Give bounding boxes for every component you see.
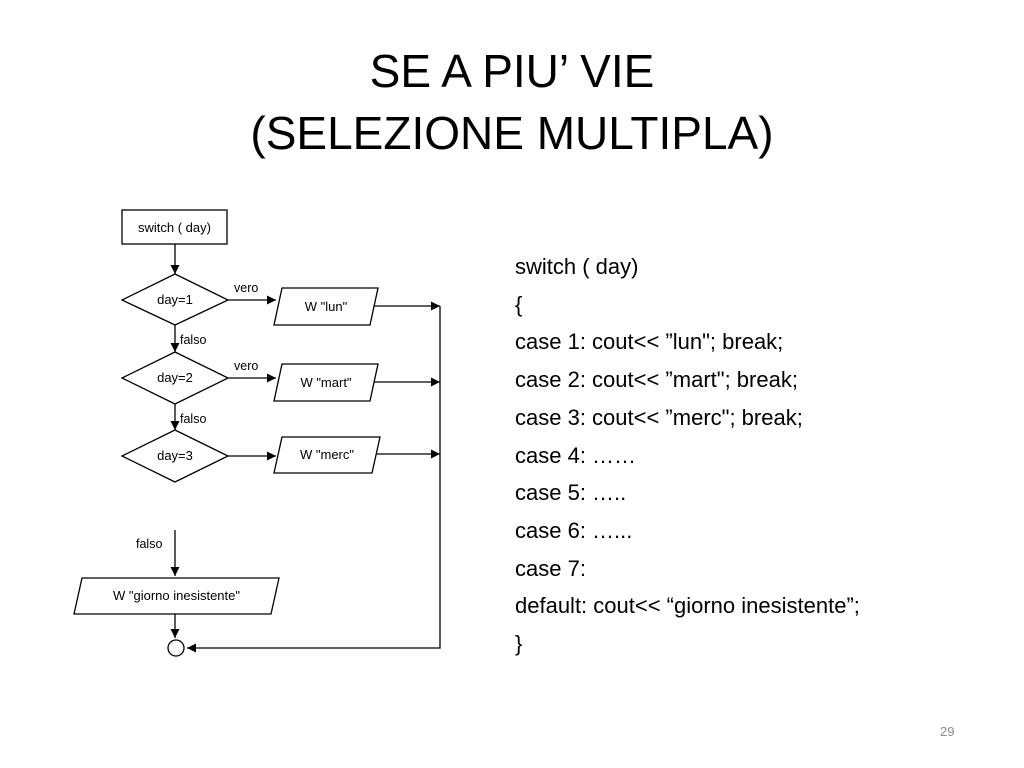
switch-start-label: switch ( day)	[138, 220, 211, 235]
default-output-box	[73, 577, 280, 615]
code-line: {	[515, 291, 523, 317]
edge-label-true-2: vero	[234, 359, 258, 373]
code-line: case 1: cout<< ”lun"; break;	[515, 329, 784, 355]
code-line: case 7:	[515, 555, 586, 581]
slide-title: SE A PIU’ VIE (SELEZIONE MULTIPLA)	[0, 40, 1024, 164]
default-output-label: W "giorno inesistente"	[113, 588, 240, 603]
output-label-1: W "lun"	[305, 299, 348, 314]
code-line: case 3: cout<< ”merc"; break;	[515, 404, 803, 430]
edge-label-false-3: falso	[136, 537, 162, 551]
code-line: default: cout<< “giorno inesistente”;	[515, 593, 860, 619]
switch-flowchart: switch ( day) day=1 day=2 day=3 W "lun" …	[73, 209, 441, 657]
condition-label-1: day=1	[157, 292, 193, 307]
code-line: case 4: ……	[515, 442, 637, 468]
code-line: switch ( day)	[515, 254, 639, 279]
edge-label-true-1: vero	[234, 281, 258, 295]
title-line-2: (SELEZIONE MULTIPLA)	[250, 107, 774, 159]
page-number: 29	[940, 724, 955, 739]
edge-label-false-1: falso	[180, 333, 206, 347]
code-line: case 6: …...	[515, 517, 633, 543]
end-node	[167, 639, 185, 657]
output-label-3: W "merc"	[300, 447, 354, 462]
output-box-2	[273, 363, 379, 402]
code-line: }	[515, 631, 523, 657]
condition-label-2: day=2	[157, 370, 193, 385]
title-line-1: SE A PIU’ VIE	[369, 45, 655, 97]
switch-code-block: switch ( day) { case 1: cout<< ”lun"; br…	[515, 248, 860, 663]
edge-label-false-2: falso	[180, 412, 206, 426]
output-box-1	[273, 287, 379, 326]
output-label-2: W "mart"	[300, 375, 351, 390]
flowchart-connectors	[170, 244, 441, 653]
condition-label-3: day=3	[157, 448, 193, 463]
switch-start-box	[121, 209, 228, 245]
condition-diamond-1	[120, 273, 230, 326]
code-line: case 2: cout<< ”mart"; break;	[515, 367, 798, 393]
condition-diamond-3	[120, 429, 230, 483]
output-box-3	[273, 436, 381, 474]
condition-diamond-2	[120, 351, 230, 405]
code-line: case 5: …..	[515, 480, 627, 506]
merge-line	[187, 306, 441, 653]
